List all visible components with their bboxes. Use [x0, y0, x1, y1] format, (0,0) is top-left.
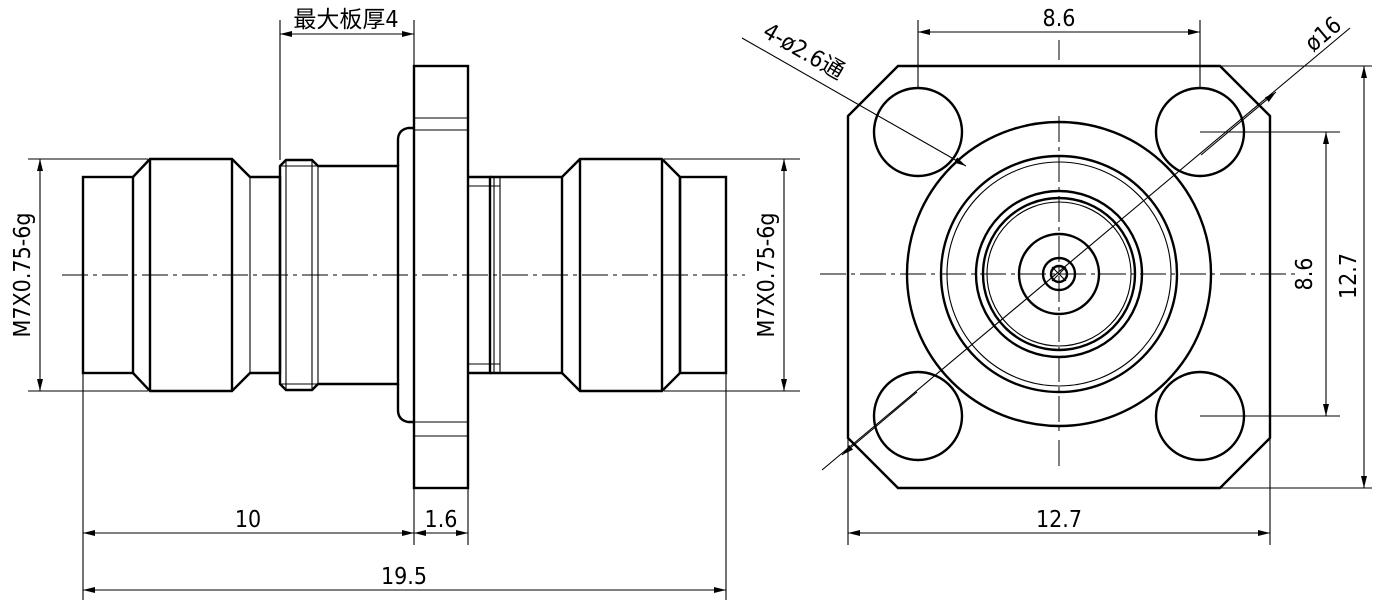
outer-diameter-label: ø16	[1300, 12, 1347, 57]
right-connector-body	[561, 157, 728, 393]
bottom-dimensions: 10 1.6 19.5	[82, 373, 727, 600]
panel-thickness-dimension: 最大板厚4	[279, 7, 415, 160]
mounting-hole-top-left	[872, 86, 964, 178]
flange-width-label: 12.7	[1036, 507, 1082, 533]
hole-spacing-horizontal-label: 8.6	[1043, 6, 1076, 32]
front-view: ø16 4-ø2.6通 8.6 8.6 12.7 12.7	[741, 6, 1372, 545]
right-thread-dimension: M7X0.75-6g	[664, 158, 800, 392]
hole-spacing-vertical-label: 8.6	[1292, 258, 1318, 291]
flange-height-label: 12.7	[1336, 253, 1362, 299]
right-thread-label: M7X0.75-6g	[754, 212, 780, 337]
length-to-flange-label: 10	[235, 507, 261, 533]
panel-thickness-label: 最大板厚4	[293, 7, 398, 33]
mounting-hole-bottom-left	[872, 370, 964, 462]
left-neck	[278, 158, 400, 392]
left-thread-dimension: M7X0.75-6g	[10, 158, 148, 392]
holes-label: 4-ø2.6通	[758, 18, 848, 85]
left-connector-body	[81, 157, 282, 393]
overall-length-label: 19.5	[381, 564, 427, 590]
side-view: M7X0.75-6g M7X0.75-6g 最大板厚4 10 1.6	[10, 7, 800, 600]
right-neck	[468, 175, 564, 375]
left-thread-label: M7X0.75-6g	[10, 212, 36, 337]
flange-section	[396, 64, 470, 490]
dielectric-circle	[1017, 232, 1101, 316]
flange-thickness-label: 1.6	[425, 507, 458, 533]
